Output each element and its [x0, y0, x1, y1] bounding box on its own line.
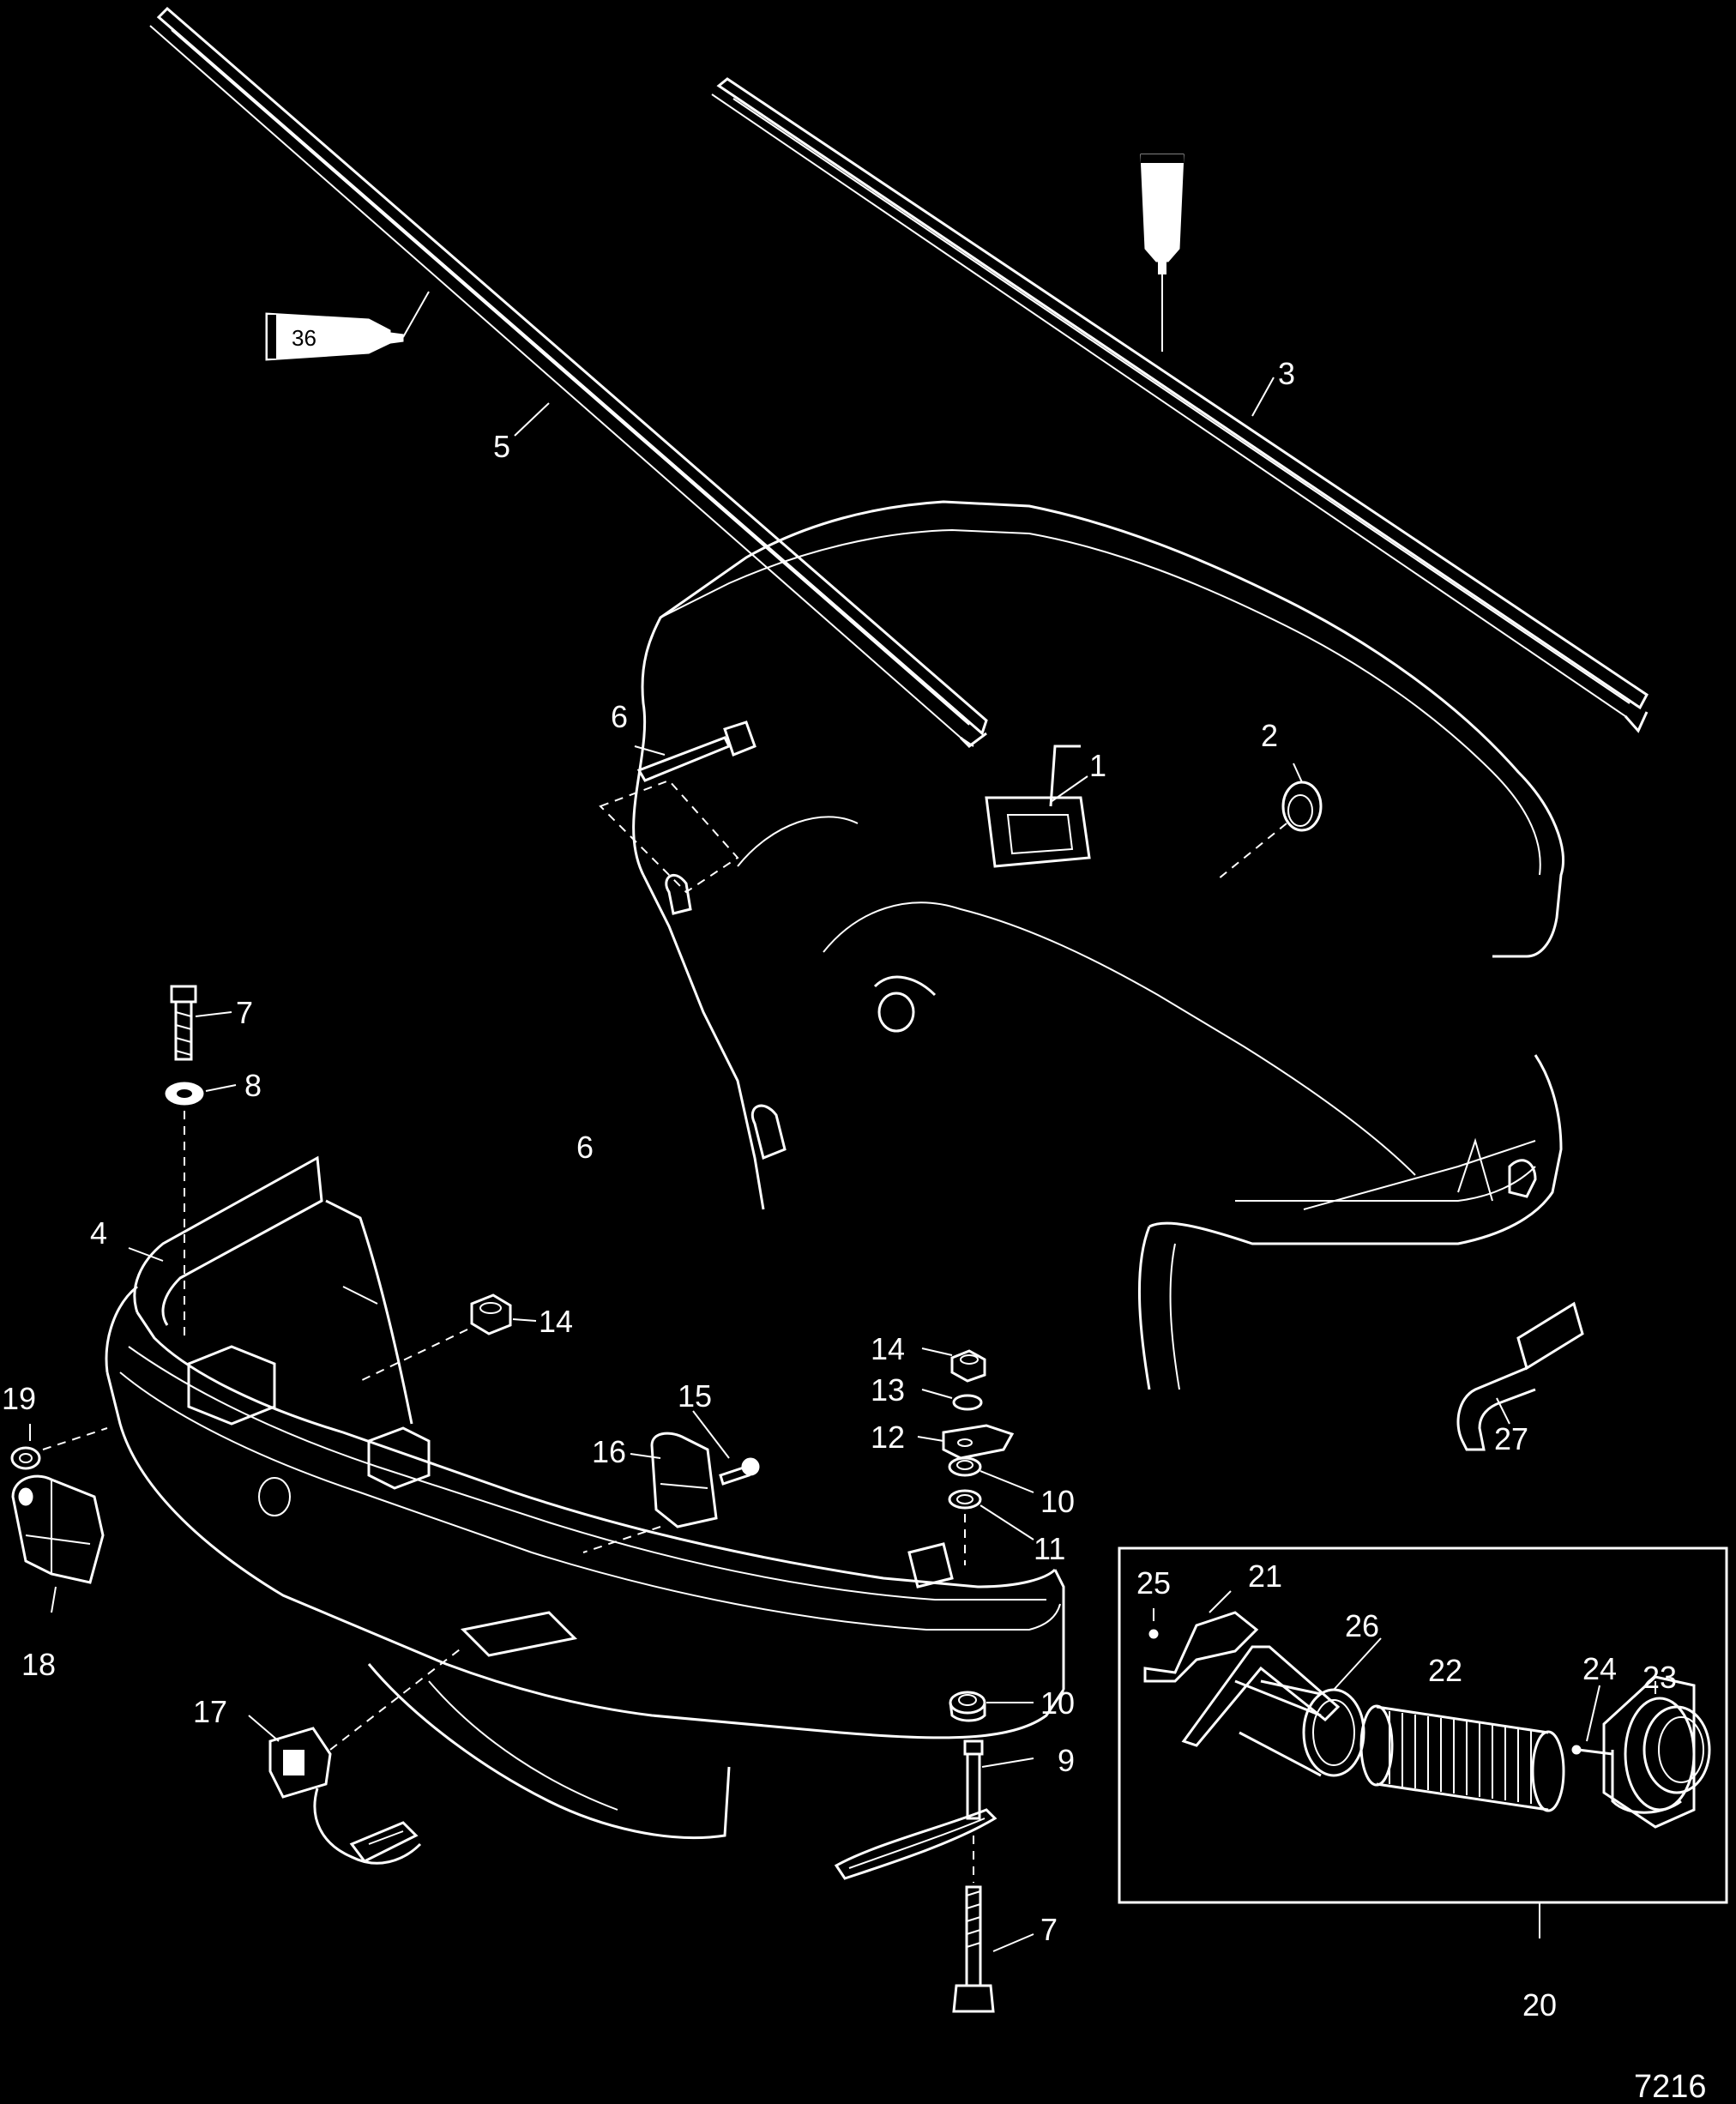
callout-14-right: 14 [871, 1331, 905, 1366]
callout-27: 27 [1494, 1421, 1528, 1456]
grommet-2 [1217, 781, 1323, 880]
inset-frame [1118, 1546, 1728, 1904]
seal-strip-5 [149, 6, 988, 748]
callout-24: 24 [1582, 1651, 1617, 1686]
screw-15 [719, 1457, 760, 1486]
callout-15: 15 [678, 1378, 712, 1414]
callout-1: 1 [1089, 748, 1106, 783]
callout-10-lower: 10 [1040, 1685, 1075, 1721]
bushing-10-lower [949, 1691, 986, 1722]
callout-7-bottom: 7 [1040, 1912, 1058, 1947]
callout-5: 5 [493, 429, 510, 464]
bellows-22 [1359, 1704, 1565, 1812]
bolt-7-top [170, 985, 197, 1061]
cover-18 [11, 1474, 105, 1584]
strap-27 [1456, 1301, 1584, 1451]
clip-16 [582, 1432, 718, 1553]
callout-25: 25 [1136, 1565, 1171, 1601]
lever-9 [834, 1739, 998, 1880]
flange-23 [1602, 1675, 1711, 1829]
switch-17 [268, 1646, 464, 1865]
callout-7-top: 7 [236, 995, 253, 1030]
callout-13: 13 [871, 1372, 905, 1408]
leader-lines [29, 377, 1656, 1952]
adhesive-tube-36: 36 [265, 291, 430, 361]
adhesive-tube-right [1140, 154, 1184, 352]
lower-cowl-4 [105, 1155, 1065, 1840]
washer-8 [165, 1082, 204, 1338]
callout-16: 16 [592, 1434, 626, 1469]
callout-20: 20 [1522, 1987, 1557, 2023]
nut-14-left [359, 1293, 512, 1382]
upper-cowl-1 [632, 500, 1565, 1390]
callout-12: 12 [871, 1420, 905, 1455]
callout-18: 18 [21, 1647, 56, 1682]
callouts: 1 2 3 4 5 6 6 7 7 8 9 10 10 11 12 13 14 … [2, 356, 1707, 2104]
callout-26: 26 [1345, 1608, 1379, 1643]
bolt-7-bottom [952, 1836, 995, 2013]
callout-14-left: 14 [539, 1304, 573, 1339]
callout-22: 22 [1428, 1653, 1462, 1688]
tube-label: 36 [292, 325, 316, 351]
callout-9: 9 [1058, 1743, 1075, 1778]
seal-strip-3 [711, 77, 1649, 733]
callout-4: 4 [90, 1215, 107, 1251]
callout-11: 11 [1034, 1531, 1065, 1566]
callout-17: 17 [193, 1694, 227, 1729]
callout-23: 23 [1643, 1660, 1677, 1695]
washer-19 [10, 1427, 108, 1470]
callout-21: 21 [1248, 1558, 1282, 1594]
inset-20 [1118, 1546, 1728, 1938]
callout-19: 19 [2, 1381, 36, 1416]
callout-6-bolt: 6 [611, 699, 628, 734]
figure-number: 7216 [1634, 2069, 1707, 2104]
callout-10-upper: 10 [1040, 1484, 1075, 1519]
hardware-stack [942, 1349, 1015, 1565]
callout-8: 8 [244, 1068, 262, 1103]
bolt-6 [599, 720, 756, 894]
callout-3: 3 [1278, 356, 1295, 391]
callout-2: 2 [1261, 718, 1278, 753]
callout-6-cowl: 6 [576, 1130, 594, 1165]
